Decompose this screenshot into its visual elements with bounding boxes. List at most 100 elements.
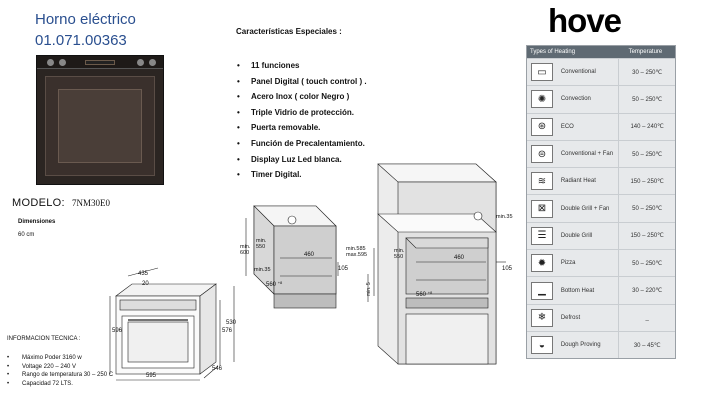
heating-temp: 140 – 240℃: [618, 113, 675, 140]
dim-596: 596: [112, 328, 123, 334]
cab1-460: 460: [304, 252, 315, 258]
defrost-icon: ❄: [531, 308, 553, 327]
pizza-icon: ✹: [531, 254, 553, 273]
cab2-560: 560 +8: [416, 290, 433, 298]
feature-item: Display Luz Led blanca.: [237, 152, 367, 168]
feature-item: Panel Digital ( touch control ) .: [237, 74, 367, 90]
heating-temp: 50 – 250℃: [618, 140, 675, 168]
cab2-560-val: 560: [416, 292, 427, 298]
eco-icon: ⊛: [531, 117, 553, 136]
cab2-min5: min. 5: [366, 282, 372, 296]
heating-table: Types of Heating Temperature ▭Convention…: [526, 45, 676, 360]
convection-fan-icon: ✺: [531, 90, 553, 109]
dim-546: 546: [212, 366, 223, 372]
heating-label: ECO: [560, 123, 574, 130]
cab2-min550: min. 550: [394, 248, 406, 260]
heating-row: ❄Defrost_: [527, 303, 675, 331]
dimensions-label: Dimensiones: [18, 219, 56, 225]
heating-label: Conventional + Fan: [560, 151, 614, 158]
heating-row: ✺ Convection 50 – 250℃: [527, 85, 675, 113]
oven-window: [58, 89, 142, 163]
heating-label: Conventional: [560, 69, 596, 76]
dim-530: 530: [226, 320, 237, 326]
cab2-105: 105: [502, 266, 513, 272]
heating-row: ✹ Pizza 50 – 250℃: [527, 249, 675, 277]
oven-dimension-diagram: 435 20 596 576 530 595 546: [109, 267, 237, 381]
oven-knob-icon: [47, 59, 54, 66]
tech-info-item: Máximo Poder 3160 w: [7, 354, 113, 363]
double-grill-icon: ☰: [531, 226, 553, 245]
cab1-560-sup: +8: [278, 280, 283, 285]
heating-label: Double Grill: [560, 232, 593, 239]
tech-info-item: Rango de temperatura 30 – 250 C: [7, 371, 113, 380]
heating-label: Convection: [560, 96, 591, 103]
dim-435: 435: [138, 271, 149, 277]
modelo-label: MODELO:: [12, 197, 65, 209]
cab1-min550: min. 550: [256, 238, 268, 250]
brand-logo: hove: [548, 2, 622, 39]
oven-photo: [36, 55, 164, 185]
header-temp: Temperature: [628, 49, 663, 55]
heating-row: ▁ Bottom Heat 30 – 220℃: [527, 276, 675, 304]
feature-item: Puerta removable.: [237, 120, 367, 136]
heating-table-header: Types of Heating Temperature: [527, 46, 675, 58]
cab1-560-val: 560: [266, 282, 277, 288]
product-code: 01.071.00363: [35, 32, 127, 49]
oven-display: [85, 60, 115, 65]
heating-temp: 30 – 250℃: [618, 59, 675, 86]
cab1-min550-b: 550: [256, 244, 265, 250]
features-list: 11 funciones Panel Digital ( touch contr…: [237, 58, 367, 183]
tech-info-item: Capacidad 72 LTS.: [7, 380, 113, 389]
product-title: Horno eléctrico: [35, 11, 136, 28]
cab1-min600-b: 600: [240, 250, 249, 256]
dim-595: 595: [146, 373, 157, 379]
cab2-min550-a: min.: [394, 248, 405, 254]
feature-item: Función de Precalentamiento.: [237, 136, 367, 152]
cabinet-tall-diagram: min. 550 min.585 max.595 min. 5 460 560 …: [346, 163, 513, 365]
feature-item: Timer Digital.: [237, 167, 367, 183]
heating-temp: 50 – 250℃: [618, 195, 675, 222]
tech-info-list: Máximo Poder 3160 w Voltage 220 – 240 V …: [7, 354, 113, 388]
dough-proving-icon: ◒: [531, 336, 553, 355]
oven-door: [45, 76, 155, 176]
cab2-560-sup: +8: [428, 290, 433, 295]
cab1-min35: min.35: [254, 267, 271, 273]
heating-temp: 50 – 250℃: [618, 86, 675, 113]
cab2-max595: max.595: [346, 252, 367, 258]
header-type: Types of Heating: [530, 49, 576, 55]
heating-temp: 30 – 45℃: [618, 331, 675, 359]
cab1-min550-a: min.: [256, 238, 267, 244]
cab2-min35: min.35: [496, 214, 513, 220]
dim-576: 576: [222, 328, 233, 334]
feature-item: 11 funciones: [237, 58, 367, 74]
heating-label: Dough Proving: [560, 342, 601, 349]
cabinet-under-diagram: min. 550 min. 600 460 min.35 560 +8 105: [240, 205, 349, 309]
heating-label: Bottom Heat: [560, 287, 595, 294]
double-grill-fan-icon: ⊠: [531, 199, 553, 218]
tech-info-item: Voltage 220 – 240 V: [7, 363, 113, 372]
heating-row: ⊛ ECO 140 – 240℃: [527, 112, 675, 140]
cab2-min550-b: 550: [394, 254, 403, 260]
conventional-fan-icon: ⊜: [531, 145, 553, 164]
heating-label: Pizza: [560, 260, 576, 267]
cab1-min600: min. 600: [240, 244, 252, 256]
heating-temp: 50 – 250℃: [618, 250, 675, 277]
heating-label: Defrost: [560, 314, 581, 321]
model-code: 7NM30E0: [72, 198, 110, 208]
oven-knob-icon: [137, 59, 144, 66]
heating-temp: 30 – 220℃: [618, 277, 675, 304]
oven-knob-icon: [149, 59, 156, 66]
features-title: Características Especiales :: [236, 27, 342, 36]
cab1-560: 560 +8: [266, 280, 283, 288]
radiant-heat-icon: ≋: [531, 172, 553, 191]
cab2-460: 460: [454, 255, 465, 261]
heating-label: Radiant Heat: [560, 178, 596, 185]
tech-info-title: INFORMACION TECNICA :: [7, 336, 81, 342]
heating-row: ⊜ Conventional + Fan 50 – 250℃: [527, 139, 675, 168]
bottom-heat-icon: ▁: [531, 281, 553, 300]
